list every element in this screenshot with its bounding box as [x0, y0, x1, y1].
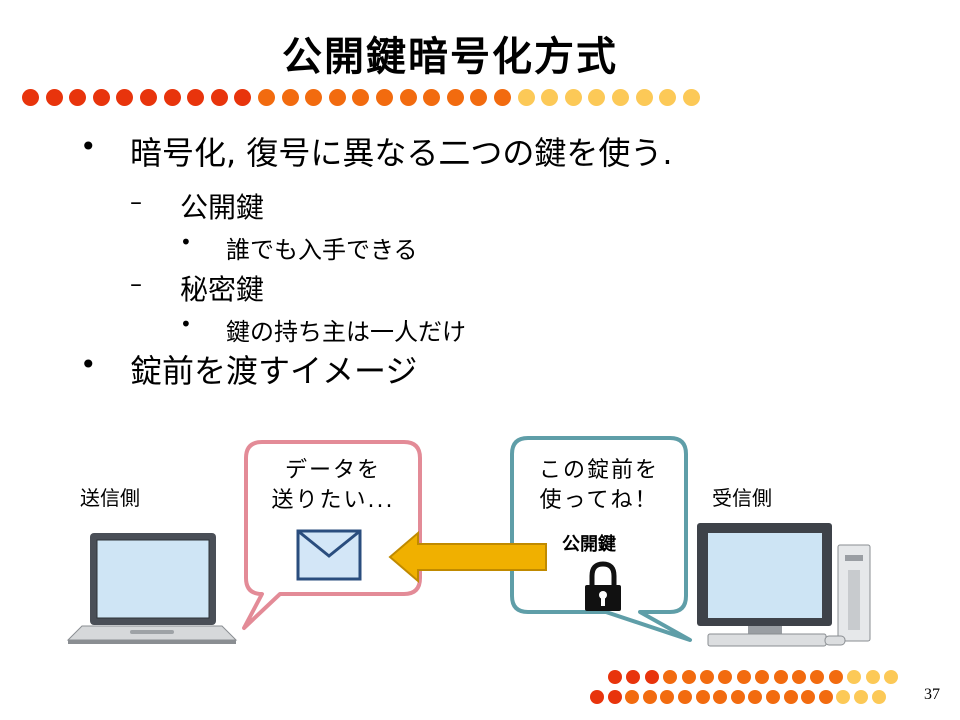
decorative-dot — [659, 89, 677, 106]
decorative-dot — [682, 89, 700, 106]
bullet-text-2: 錠前を渡すイメージ — [130, 352, 418, 390]
left-bubble-line-1: データを — [284, 458, 381, 483]
sub-bullet-text-public-key: 公開鍵 — [180, 191, 265, 224]
decorative-dot — [695, 690, 710, 704]
receiver-label: 受信側 — [712, 486, 772, 510]
decorative-dot — [736, 670, 751, 684]
dash-mark: – — [130, 270, 142, 298]
right-bubble-text: この錠前を 使ってね！ — [518, 456, 680, 516]
decorative-dot — [607, 690, 622, 704]
sub-bullet-text-private-key: 秘密鍵 — [180, 273, 265, 306]
decorative-dot — [783, 690, 798, 704]
decorative-dot — [608, 670, 622, 684]
decorative-dot — [588, 89, 606, 106]
decorative-dot — [810, 670, 825, 684]
transfer-arrow-left — [388, 530, 547, 584]
padlock-icon — [585, 561, 621, 611]
decorative-dot — [828, 670, 843, 684]
left-bubble-text: データを 送りたい... — [252, 456, 414, 516]
decorative-dot — [92, 89, 110, 106]
decorative-dot — [871, 690, 886, 704]
decorative-dot — [258, 89, 275, 106]
decorative-dot — [748, 690, 763, 704]
decorative-dot — [660, 690, 675, 704]
decorative-dot — [517, 89, 535, 106]
decorative-dot — [884, 670, 898, 684]
decorative-dot — [642, 690, 657, 704]
decorative-dot — [681, 670, 696, 684]
decorative-dot — [773, 670, 788, 684]
laptop-icon — [66, 533, 238, 644]
envelope-icon — [296, 529, 362, 581]
decorative-dot — [635, 89, 653, 106]
decorative-dot — [140, 89, 157, 106]
decorative-dot — [644, 670, 659, 684]
bullet-mark: • — [80, 348, 97, 381]
sub-sub-bullet-text-private: 鍵の持ち主は一人だけ — [226, 318, 466, 346]
desktop-computer-icon — [697, 523, 871, 647]
decorative-dot — [766, 690, 780, 704]
decorative-dot — [45, 89, 63, 106]
sub-sub-bullet-text-public: 誰でも入手できる — [226, 236, 418, 264]
decorative-dot — [328, 89, 346, 106]
decorative-dot — [22, 89, 39, 106]
right-speech-bubble — [510, 436, 692, 642]
decorative-dot — [446, 89, 464, 106]
decorative-dot — [836, 690, 851, 704]
left-bubble-line-2: 送りたい... — [271, 488, 395, 513]
decorative-dot — [281, 89, 299, 106]
decorative-dot — [234, 89, 252, 106]
bullet-text-1: 暗号化, 復号に異なる二つの鍵を使う. — [130, 134, 673, 172]
decorative-dot — [305, 89, 323, 106]
decorative-dot — [590, 690, 604, 704]
decorative-dot — [865, 670, 880, 684]
decorative-dot — [718, 670, 733, 684]
decorative-dot — [494, 89, 511, 106]
decorative-dot — [187, 89, 205, 106]
decorative-dot — [700, 670, 714, 684]
decorative-dot — [730, 690, 745, 704]
decorative-dot — [854, 690, 868, 704]
public-key-label: 公開鍵 — [562, 534, 616, 555]
decorative-dot — [625, 690, 640, 704]
decorative-dot — [423, 89, 441, 106]
decorative-dot — [818, 690, 833, 704]
decorative-dot — [210, 89, 228, 106]
sender-label: 送信側 — [80, 486, 140, 510]
decorative-dot — [564, 89, 582, 106]
decorative-dot — [352, 89, 370, 106]
right-bubble-line-2: 使ってね！ — [539, 488, 659, 513]
bullet-mark: • — [180, 230, 192, 254]
decorative-dot — [626, 670, 641, 684]
decorative-dot — [470, 89, 488, 106]
decorative-dot — [116, 89, 134, 106]
decorative-dot — [399, 89, 417, 106]
bullet-mark: • — [80, 130, 97, 163]
decorative-dot — [376, 89, 393, 106]
slide-title: 公開鍵暗号化方式 — [282, 34, 618, 80]
dash-mark: – — [130, 188, 142, 216]
decorative-dot — [847, 670, 862, 684]
decorative-dot — [792, 670, 806, 684]
page-number: 37 — [924, 686, 940, 703]
decorative-dot — [541, 89, 559, 106]
decorative-dot — [801, 690, 816, 704]
decorative-dot — [612, 89, 629, 106]
decorative-dot — [678, 690, 692, 704]
decorative-dot — [663, 670, 678, 684]
bullet-mark: • — [180, 312, 192, 336]
right-bubble-line-1: この錠前を — [538, 458, 659, 483]
decorative-dot — [69, 89, 87, 106]
decorative-dot — [163, 89, 181, 106]
decorative-dot — [755, 670, 770, 684]
decorative-dot — [713, 690, 728, 704]
